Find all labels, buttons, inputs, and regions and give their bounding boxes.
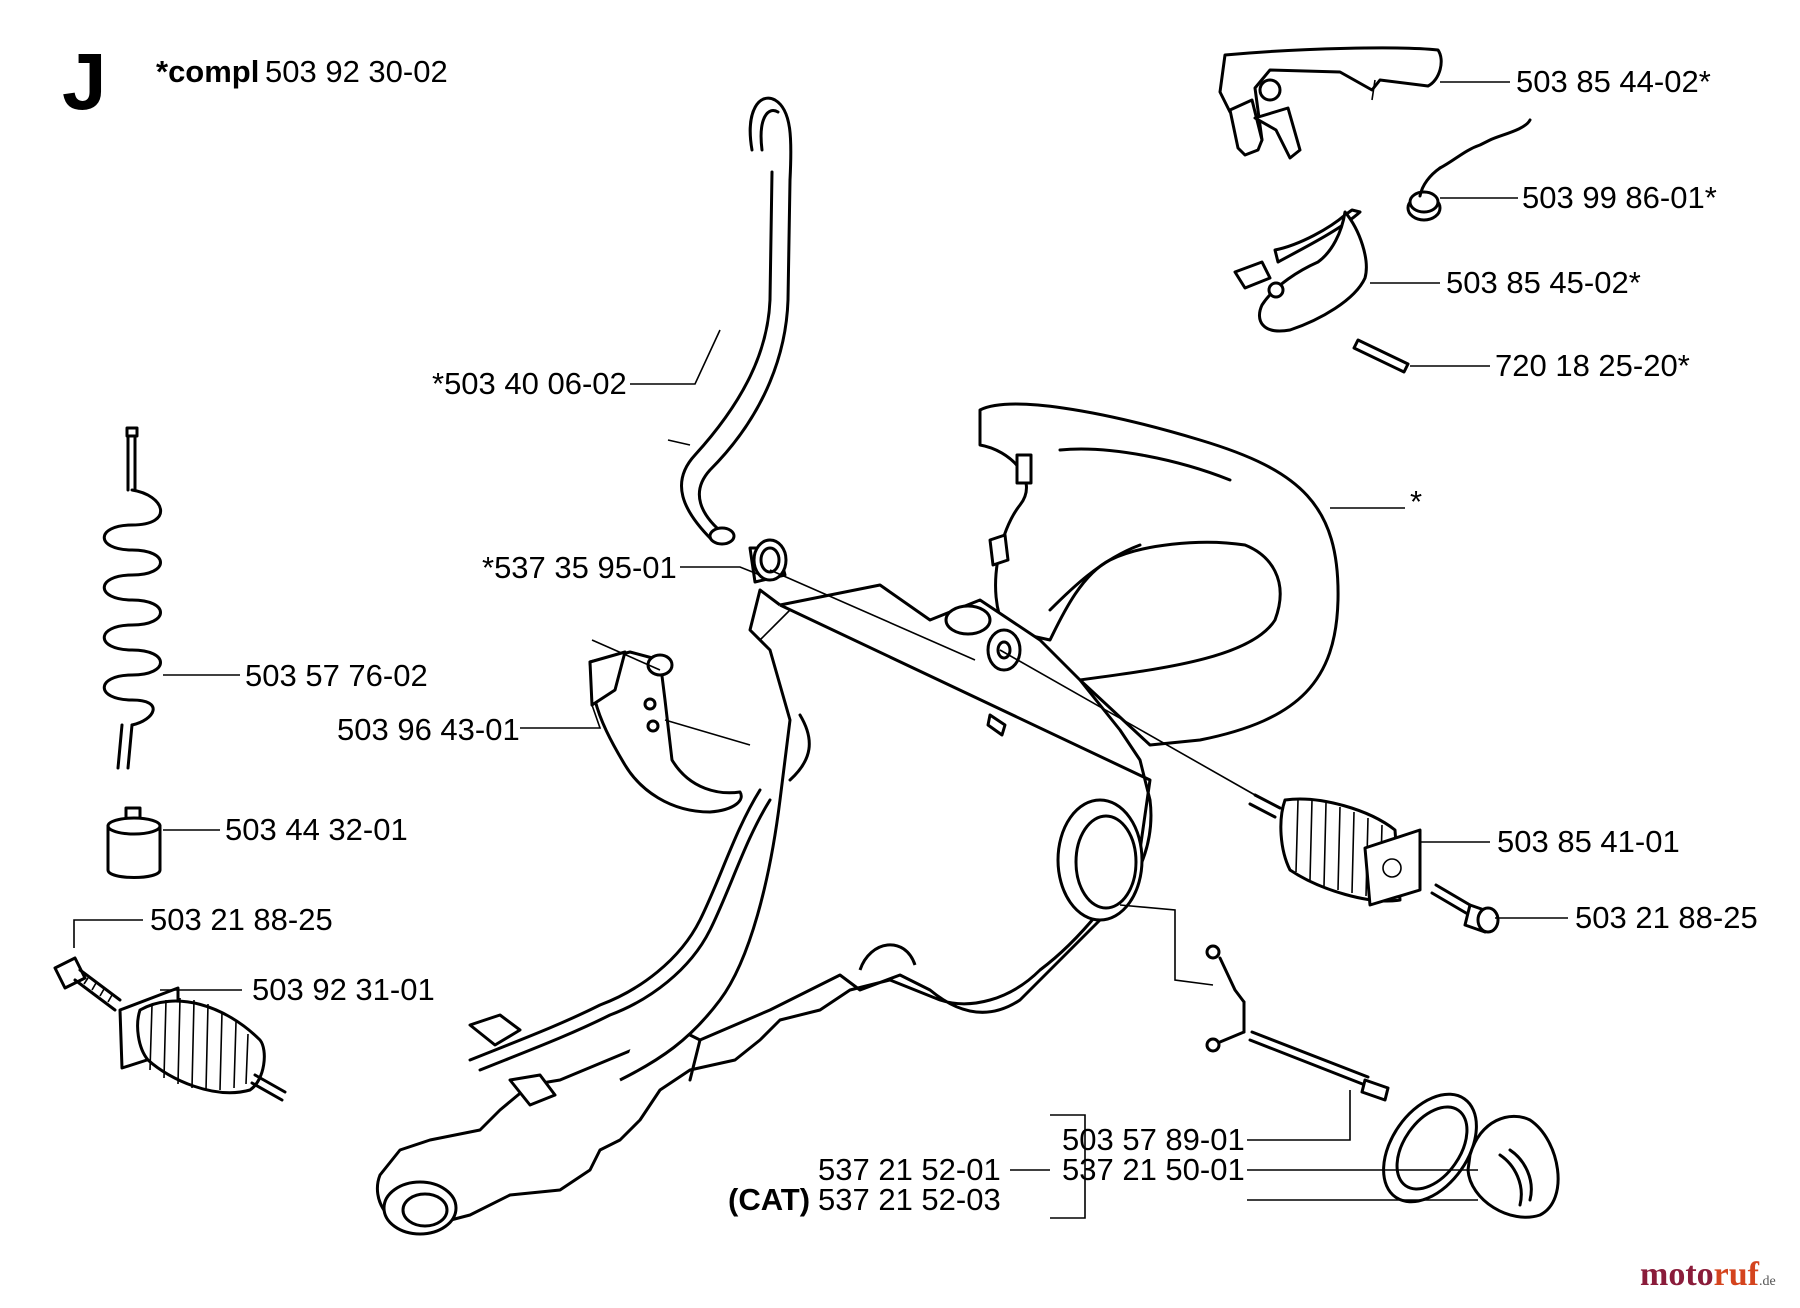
coil-spring-drawing (102, 426, 163, 770)
label-screw-right: 503 21 88-25 (1575, 900, 1758, 935)
support-bracket-drawing (588, 639, 743, 814)
fuel-filter-lower-drawing (106, 806, 162, 879)
label-coil-spring: 503 57 76-02 (245, 658, 428, 693)
fuel-hose-drawing (667, 96, 793, 546)
watermark-suffix: .de (1758, 1274, 1776, 1289)
screw-left-drawing (53, 956, 122, 1012)
trigger-spring-drawing (1406, 118, 1532, 222)
damper-right-drawing (1248, 793, 1422, 907)
throttle-trigger-drawing (1218, 46, 1443, 160)
label-fuel-cap-cat: 537 21 52-03 (818, 1182, 1001, 1217)
assembly-number: 503 92 30-02 (265, 54, 448, 89)
label-fuel-cap-a: 537 21 52-01 (818, 1152, 1001, 1187)
label-pin: 720 18 25-20* (1495, 348, 1690, 383)
label-trigger-spring: 503 99 86-01* (1522, 180, 1717, 215)
label-fuel-cap-cat-prefix: (CAT) (728, 1182, 810, 1217)
cap-strap-drawing (1205, 944, 1390, 1102)
fuel-filter-upper-drawing (748, 538, 788, 584)
leader-lines (73, 81, 1568, 1219)
label-throttle-trigger: 503 85 44-02* (1516, 64, 1711, 99)
label-support-bracket: 503 96 43-01 (337, 712, 520, 747)
watermark-logo: motoruf.de (1640, 1258, 1776, 1292)
label-tank-handle: * (1410, 484, 1422, 519)
label-screw-left: 503 21 88-25 (150, 902, 333, 937)
label-cap-strap: 503 57 89-01 (1062, 1122, 1245, 1157)
label-throttle-lockout: 503 85 45-02* (1446, 265, 1641, 300)
label-fuel-cap-b: 537 21 50-01 (1062, 1152, 1245, 1187)
watermark-part2: ruf (1713, 1256, 1759, 1293)
tank-handle-drawing (375, 402, 1340, 1236)
label-fuel-hose: *503 40 06-02 (432, 366, 627, 401)
watermark-part1: moto (1640, 1256, 1714, 1293)
label-damper-right: 503 85 41-01 (1497, 824, 1680, 859)
damper-left-drawing (118, 986, 287, 1102)
assembly-prefix: *compl (156, 54, 259, 89)
label-damper-left: 503 92 31-01 (252, 972, 435, 1007)
section-letter: J (62, 37, 107, 126)
label-fuel-filter-lower: 503 44 32-01 (225, 812, 408, 847)
pin-drawing (1352, 338, 1410, 374)
screw-right-drawing (1430, 883, 1500, 934)
fuel-cap-drawing (1382, 1092, 1560, 1219)
label-fuel-filter-upper: *537 35 95-01 (482, 550, 677, 585)
throttle-lockout-drawing (1233, 208, 1368, 333)
